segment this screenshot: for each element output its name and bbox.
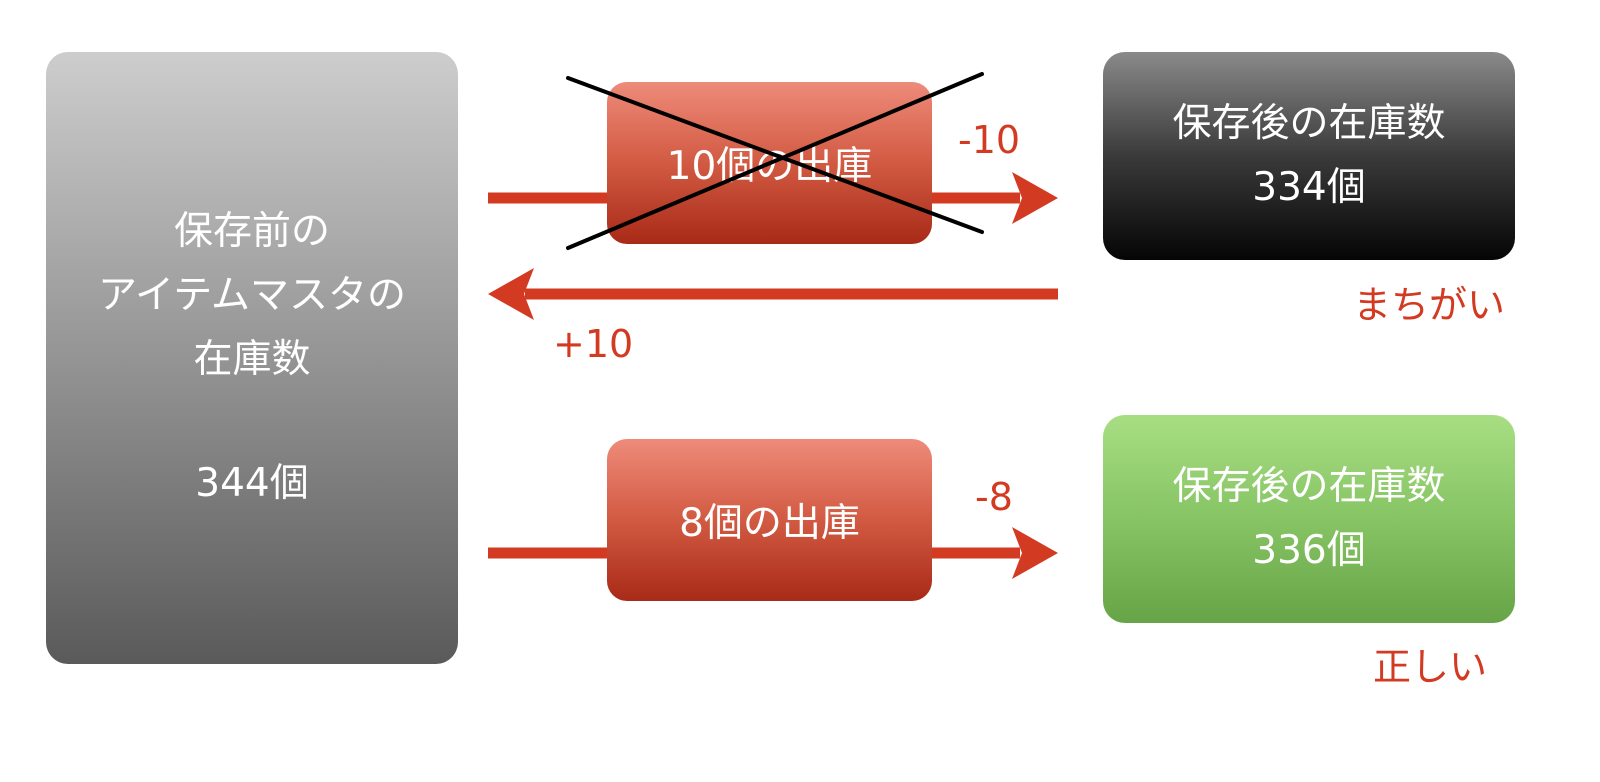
- wrong-delta-back-label: +10: [553, 322, 634, 366]
- correct-result-box: 保存後の在庫数 336個: [1103, 415, 1515, 623]
- correct-result-title: 保存後の在庫数: [1172, 464, 1446, 509]
- wrong-verdict-label: まちがい: [1353, 283, 1506, 327]
- source-label-line-1: 保存前の: [173, 209, 330, 254]
- wrong-return-arrow: [488, 268, 1058, 320]
- wrong-result-title: 保存後の在庫数: [1172, 101, 1446, 146]
- source-stock-box: 保存前の アイテムマスタの 在庫数 344個: [46, 52, 458, 664]
- correct-verdict-label: 正しい: [1373, 645, 1488, 689]
- correct-shipment-label: 8個の出庫: [679, 501, 860, 546]
- correct-delta-out-label: -8: [975, 475, 1013, 519]
- correct-shipment-box: 8個の出庫: [607, 439, 932, 601]
- source-label-line-2: アイテムマスタの: [97, 273, 407, 318]
- wrong-shipment-box: 10個の出庫: [607, 82, 932, 244]
- correct-result-count: 336個: [1252, 528, 1366, 573]
- wrong-delta-out-label: -10: [958, 118, 1021, 162]
- wrong-result-box: 保存後の在庫数 334個: [1103, 52, 1515, 260]
- source-label-line-3: 在庫数: [193, 337, 311, 382]
- source-count: 344個: [195, 461, 309, 506]
- wrong-result-count: 334個: [1252, 165, 1366, 210]
